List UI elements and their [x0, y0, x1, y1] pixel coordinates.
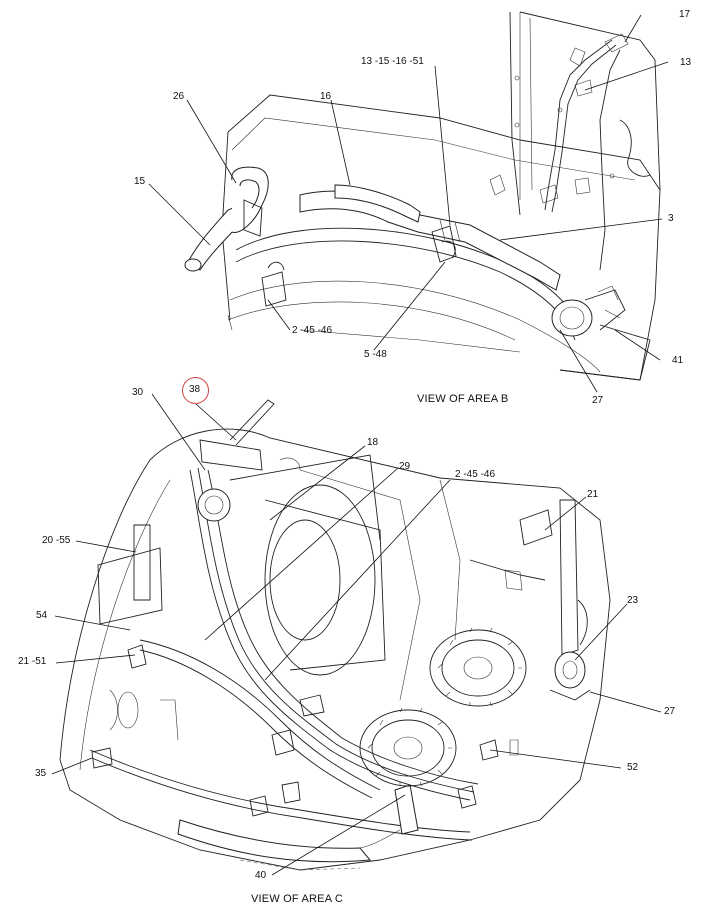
callout-c-18: 18 — [367, 437, 379, 448]
callout-c-30: 30 — [132, 387, 144, 398]
view-title-area-b: VIEW OF AREA B — [417, 393, 509, 405]
callout-c-40: 40 — [255, 870, 267, 881]
area-b-leaders — [148, 14, 669, 393]
callout-c-38: 38 — [189, 384, 201, 395]
callout-b-5-48: 5 -48 — [364, 349, 387, 360]
callout-b-26: 26 — [173, 91, 185, 102]
callout-b-13-15-16-51: 13 -15 -16 -51 — [361, 56, 424, 67]
callout-c-52: 52 — [627, 762, 639, 773]
callout-c-35: 35 — [35, 768, 47, 779]
callout-b-41: 41 — [672, 355, 684, 366]
callout-c-20-55: 20 -55 — [42, 535, 71, 546]
callout-c-21-51: 21 -51 — [18, 656, 47, 667]
callout-b-16: 16 — [320, 91, 332, 102]
callout-c-29: 29 — [399, 461, 411, 472]
callout-c-27: 27 — [664, 706, 676, 717]
highlight-ring — [182, 377, 209, 404]
view-title-area-c: VIEW OF AREA C — [251, 893, 344, 905]
callout-b-17: 17 — [679, 9, 691, 20]
area-b-artwork — [184, 11, 661, 381]
callout-b-15: 15 — [134, 176, 146, 187]
callout-b-3: 3 — [668, 213, 674, 224]
area-c-leaders — [51, 393, 662, 876]
callout-b-27: 27 — [592, 395, 604, 406]
callout-b-2-45-46: 2 -45 -46 — [292, 325, 333, 336]
callout-c-54: 54 — [36, 610, 48, 621]
callout-c-2-45-46: 2 -45 -46 — [455, 469, 496, 480]
callout-c-23: 23 — [627, 595, 639, 606]
callout-c-21: 21 — [587, 489, 599, 500]
area-c-artwork — [59, 399, 611, 871]
callout-b-13: 13 — [680, 57, 692, 68]
